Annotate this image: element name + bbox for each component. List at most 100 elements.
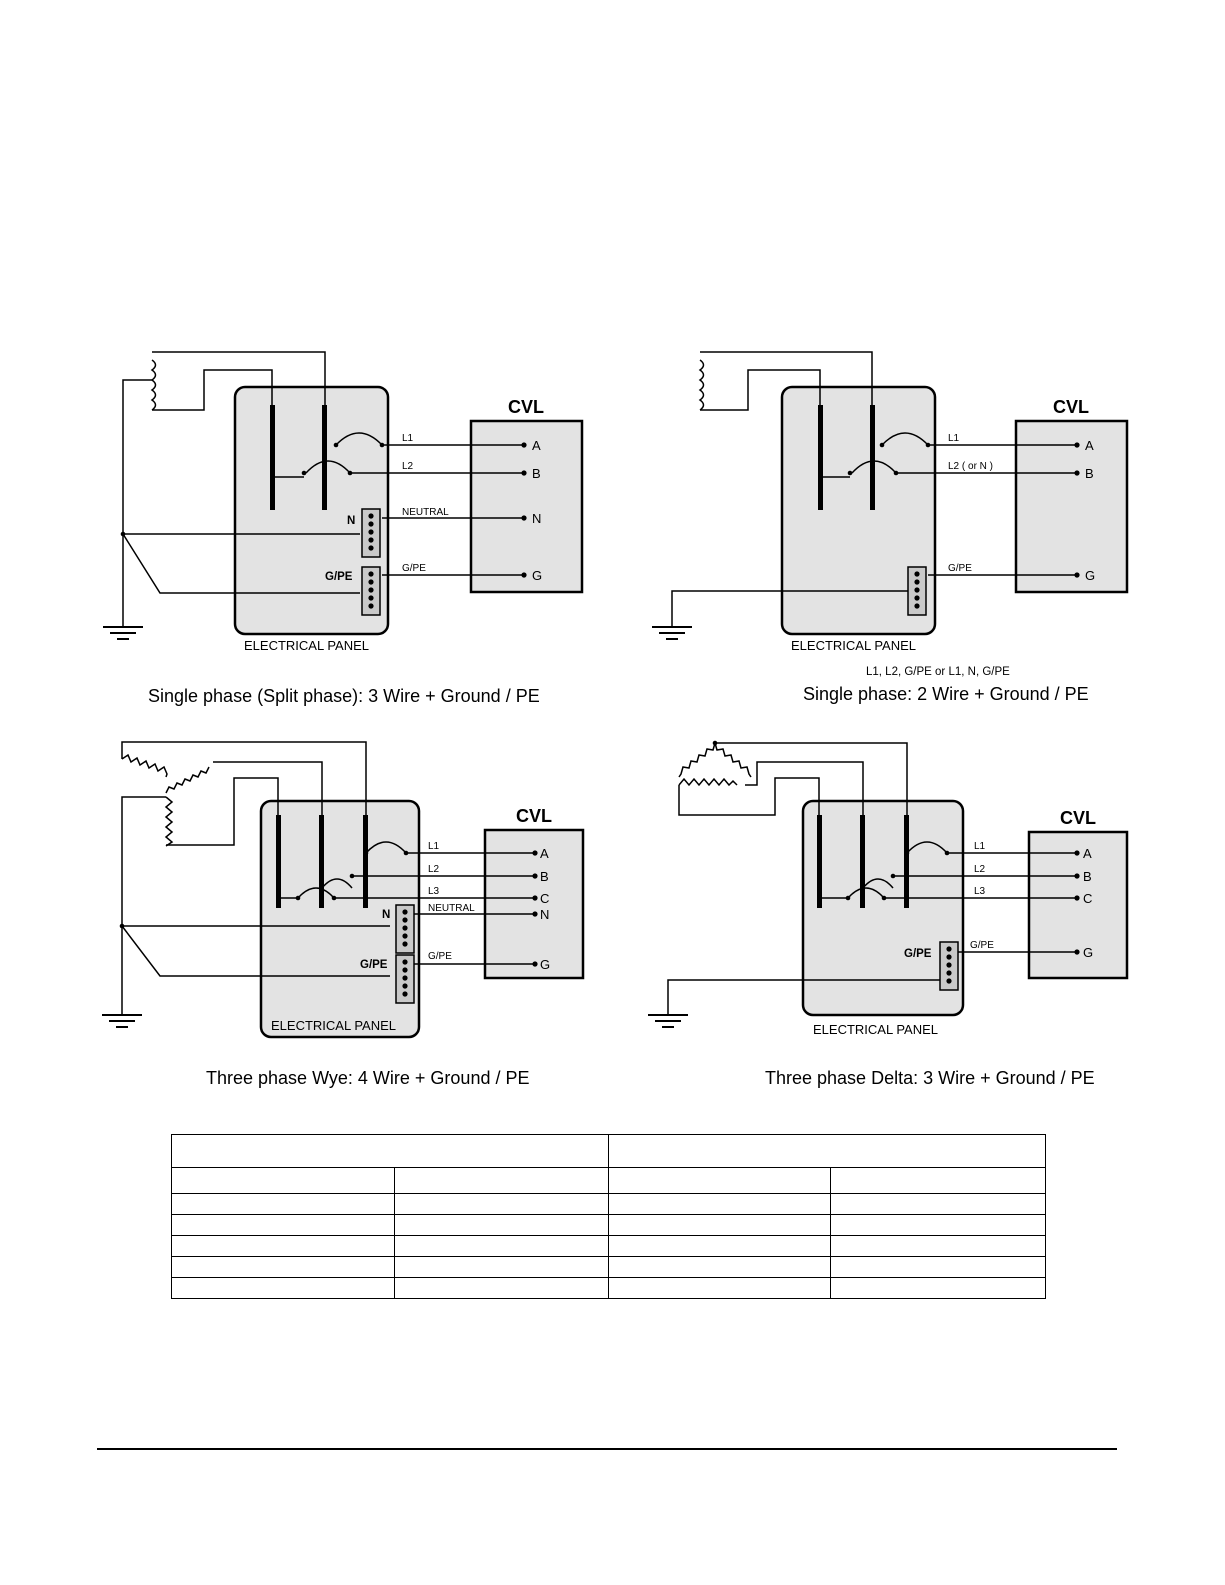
wire-label-l1: L1 (974, 841, 986, 852)
electrical-panel (259, 799, 421, 1039)
table-cell (171, 1193, 395, 1215)
wire-label-l1: L1 (402, 433, 414, 444)
device-label: CVL (516, 806, 552, 826)
terminal-g: G (1083, 945, 1093, 960)
neutral-bus-bar (361, 508, 381, 558)
device-label: CVL (1053, 397, 1089, 417)
table-row (171, 1214, 1046, 1236)
table-cell (394, 1167, 609, 1194)
table-cell (830, 1235, 1046, 1257)
bus-label-n: N (347, 515, 355, 527)
footer-divider (97, 1448, 1117, 1450)
table-cell (608, 1256, 831, 1278)
wire-label-l2: L2 (402, 461, 414, 472)
bus-label-gpe: G/PE (325, 571, 353, 583)
ground-bus-bar (395, 954, 415, 1004)
panel-label: ELECTRICAL PANEL (244, 638, 369, 653)
panel-label: ELECTRICAL PANEL (813, 1022, 938, 1037)
ground-bus-bar (907, 566, 927, 616)
wire-label-l2: L2 (974, 864, 986, 875)
diagram-caption: Single phase (Split phase): 3 Wire + Gro… (148, 686, 540, 706)
diagram-three-phase-wye: CVL L1 L2 L3 NEUTRAL G/PE A B C N G N G/… (101, 741, 585, 1088)
table-cell (171, 1277, 395, 1299)
diagram-single-phase: CVL L1 L2 ( or N ) G/PE A B G ELECTRICAL… (651, 351, 1129, 704)
table-cell (171, 1235, 395, 1257)
table-row (171, 1134, 1046, 1168)
table-cell (608, 1193, 831, 1215)
electrical-panel (801, 799, 965, 1017)
table-cell (608, 1167, 831, 1194)
wire-label-l2: L2 ( or N ) (948, 461, 993, 472)
table-cell (394, 1235, 609, 1257)
table-cell (608, 1235, 831, 1257)
table-cell (171, 1214, 395, 1236)
wire-label-l3: L3 (428, 886, 440, 897)
ground-icon (651, 626, 693, 640)
table-cell (830, 1193, 1046, 1215)
device-label: CVL (508, 397, 544, 417)
device-label: CVL (1060, 808, 1096, 828)
table-row (171, 1235, 1046, 1257)
wire-label-gpe: G/PE (970, 940, 994, 951)
table-row (171, 1193, 1046, 1215)
diagram-split-phase: CVL L1 L2 NEUTRAL G/PE A B N G N G/PE EL… (102, 351, 584, 706)
terminal-n: N (540, 907, 549, 922)
wire-label-neutral: NEUTRAL (402, 507, 449, 518)
terminal-b: B (540, 869, 549, 884)
wire-label-gpe: G/PE (402, 563, 426, 574)
panel-label: ELECTRICAL PANEL (791, 638, 916, 653)
panel-label: ELECTRICAL PANEL (271, 1018, 396, 1033)
bus-label-n: N (382, 909, 390, 921)
terminal-a: A (540, 846, 549, 861)
terminal-n: N (532, 511, 541, 526)
ground-icon (101, 1014, 143, 1028)
table-cell (394, 1193, 609, 1215)
wiring-note: L1, L2, G/PE or L1, N, G/PE (866, 666, 1010, 678)
terminal-b: B (1083, 869, 1092, 884)
table-cell (394, 1214, 609, 1236)
table-cell (394, 1277, 609, 1299)
table-cell (394, 1256, 609, 1278)
table-row (171, 1256, 1046, 1278)
ground-icon (102, 626, 144, 640)
delta-transformer (667, 742, 1077, 1014)
wire-label-l3: L3 (974, 886, 986, 897)
terminal-b: B (1085, 466, 1094, 481)
neutral-bus-bar (395, 904, 415, 954)
wire-label-gpe: G/PE (948, 563, 972, 574)
cvl-device (469, 419, 584, 594)
ground-icon (647, 1014, 689, 1028)
terminal-g: G (540, 957, 550, 972)
terminal-a: A (532, 438, 541, 453)
wire-label-l2: L2 (428, 864, 440, 875)
table-cell (171, 1256, 395, 1278)
ground-bus-bar (361, 566, 381, 616)
diagram-caption: Single phase: 2 Wire + Ground / PE (803, 684, 1089, 704)
ground-bus-bar (939, 941, 959, 991)
terminal-c: C (540, 891, 549, 906)
table-row (171, 1277, 1046, 1299)
terminal-c: C (1083, 891, 1092, 906)
terminal-g: G (532, 568, 542, 583)
diagram-caption: Three phase Wye: 4 Wire + Ground / PE (206, 1068, 529, 1088)
diagram-three-phase-delta: CVL L1 L2 L3 G/PE A B C G G/PE ELECTRICA… (647, 740, 1129, 1088)
table-cell (830, 1256, 1046, 1278)
bus-label-gpe: G/PE (360, 959, 388, 971)
table-cell (608, 1277, 831, 1299)
transformer-coil (699, 359, 705, 411)
diagram-caption: Three phase Delta: 3 Wire + Ground / PE (765, 1068, 1095, 1088)
transformer-coil (151, 359, 157, 411)
terminal-a: A (1085, 438, 1094, 453)
table-cell (171, 1167, 395, 1194)
table-cell (608, 1134, 1046, 1168)
wiring-table (171, 1134, 1046, 1299)
cvl-device (1014, 419, 1129, 594)
wye-transformer (121, 741, 535, 1014)
table-cell (608, 1214, 831, 1236)
wire-label-l1: L1 (428, 841, 440, 852)
wire-label-gpe: G/PE (428, 951, 452, 962)
terminal-a: A (1083, 846, 1092, 861)
terminal-b: B (532, 466, 541, 481)
bus-label-gpe: G/PE (904, 948, 932, 960)
